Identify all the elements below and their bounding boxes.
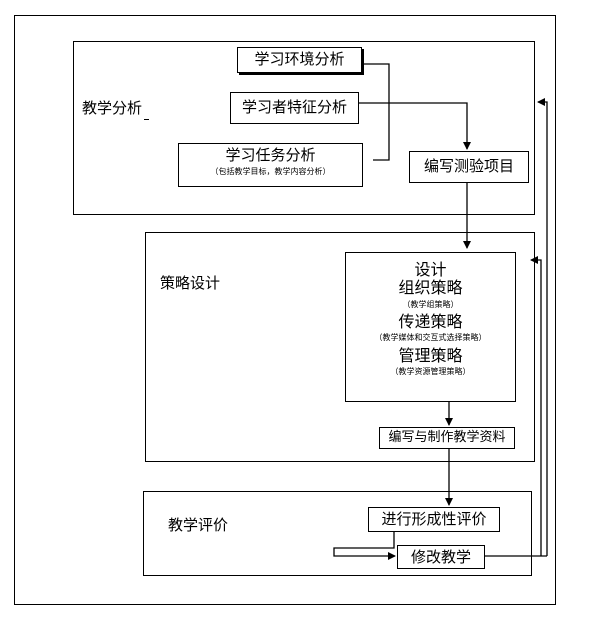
formative-eval-box: 进行形成性评价 xyxy=(368,507,500,532)
learner-analysis-text: 学习者特征分析 xyxy=(241,98,347,116)
design-text: 设计 xyxy=(414,260,447,279)
learner-to-test-arrow xyxy=(359,102,471,150)
task-analysis-text: 学习任务分析 xyxy=(225,146,316,164)
feedback-to-analysis xyxy=(537,98,548,556)
org-strategy-text: 组织策略 xyxy=(398,278,463,298)
manage-strategy-text: 管理策略 xyxy=(398,345,463,365)
task-analysis-box: 学习任务分析 （包括教学目标，教学内容分析） xyxy=(178,143,363,187)
feedback-to-strategy xyxy=(530,256,542,556)
evaluation-label: 教学评价 xyxy=(168,516,229,534)
analysis-bracket xyxy=(362,63,390,161)
env-analysis-box: 学习环境分析 xyxy=(237,47,362,73)
strategy-design-box: 设计 组织策略 （教学组策略） 传递策略 （教学媒体和交互式选择策略） 管理策略… xyxy=(345,252,516,402)
analysis-section xyxy=(73,41,535,215)
deliver-strategy-text: 传递策略 xyxy=(398,311,463,331)
strategy-label: 策略设计 xyxy=(160,274,221,292)
analysis-label: 教学分析 xyxy=(82,99,143,117)
deliver-strategy-note: （教学媒体和交互式选择策略） xyxy=(374,333,487,343)
outer-frame xyxy=(14,15,556,605)
test-items-text: 编写测验项目 xyxy=(423,157,514,175)
test-items-box: 编写测验项目 xyxy=(409,151,529,183)
analysis-label-dash xyxy=(144,119,149,120)
learner-analysis-box: 学习者特征分析 xyxy=(230,92,359,124)
task-analysis-note: （包括教学目标，教学内容分析） xyxy=(210,167,331,177)
revise-box: 修改教学 xyxy=(397,545,485,569)
materials-text: 编写与制作教学资料 xyxy=(388,430,506,445)
materials-box: 编写与制作教学资料 xyxy=(379,427,515,449)
env-analysis-text: 学习环境分析 xyxy=(254,50,345,68)
formative-to-revise-arrow xyxy=(333,532,396,560)
org-strategy-note: （教学组策略） xyxy=(402,299,459,309)
revise-text: 修改教学 xyxy=(410,548,471,566)
formative-eval-text: 进行形成性评价 xyxy=(381,510,487,528)
strategy-section xyxy=(145,232,535,462)
evaluation-section xyxy=(143,491,532,576)
manage-strategy-note: （教学资源管理策略） xyxy=(390,366,471,376)
